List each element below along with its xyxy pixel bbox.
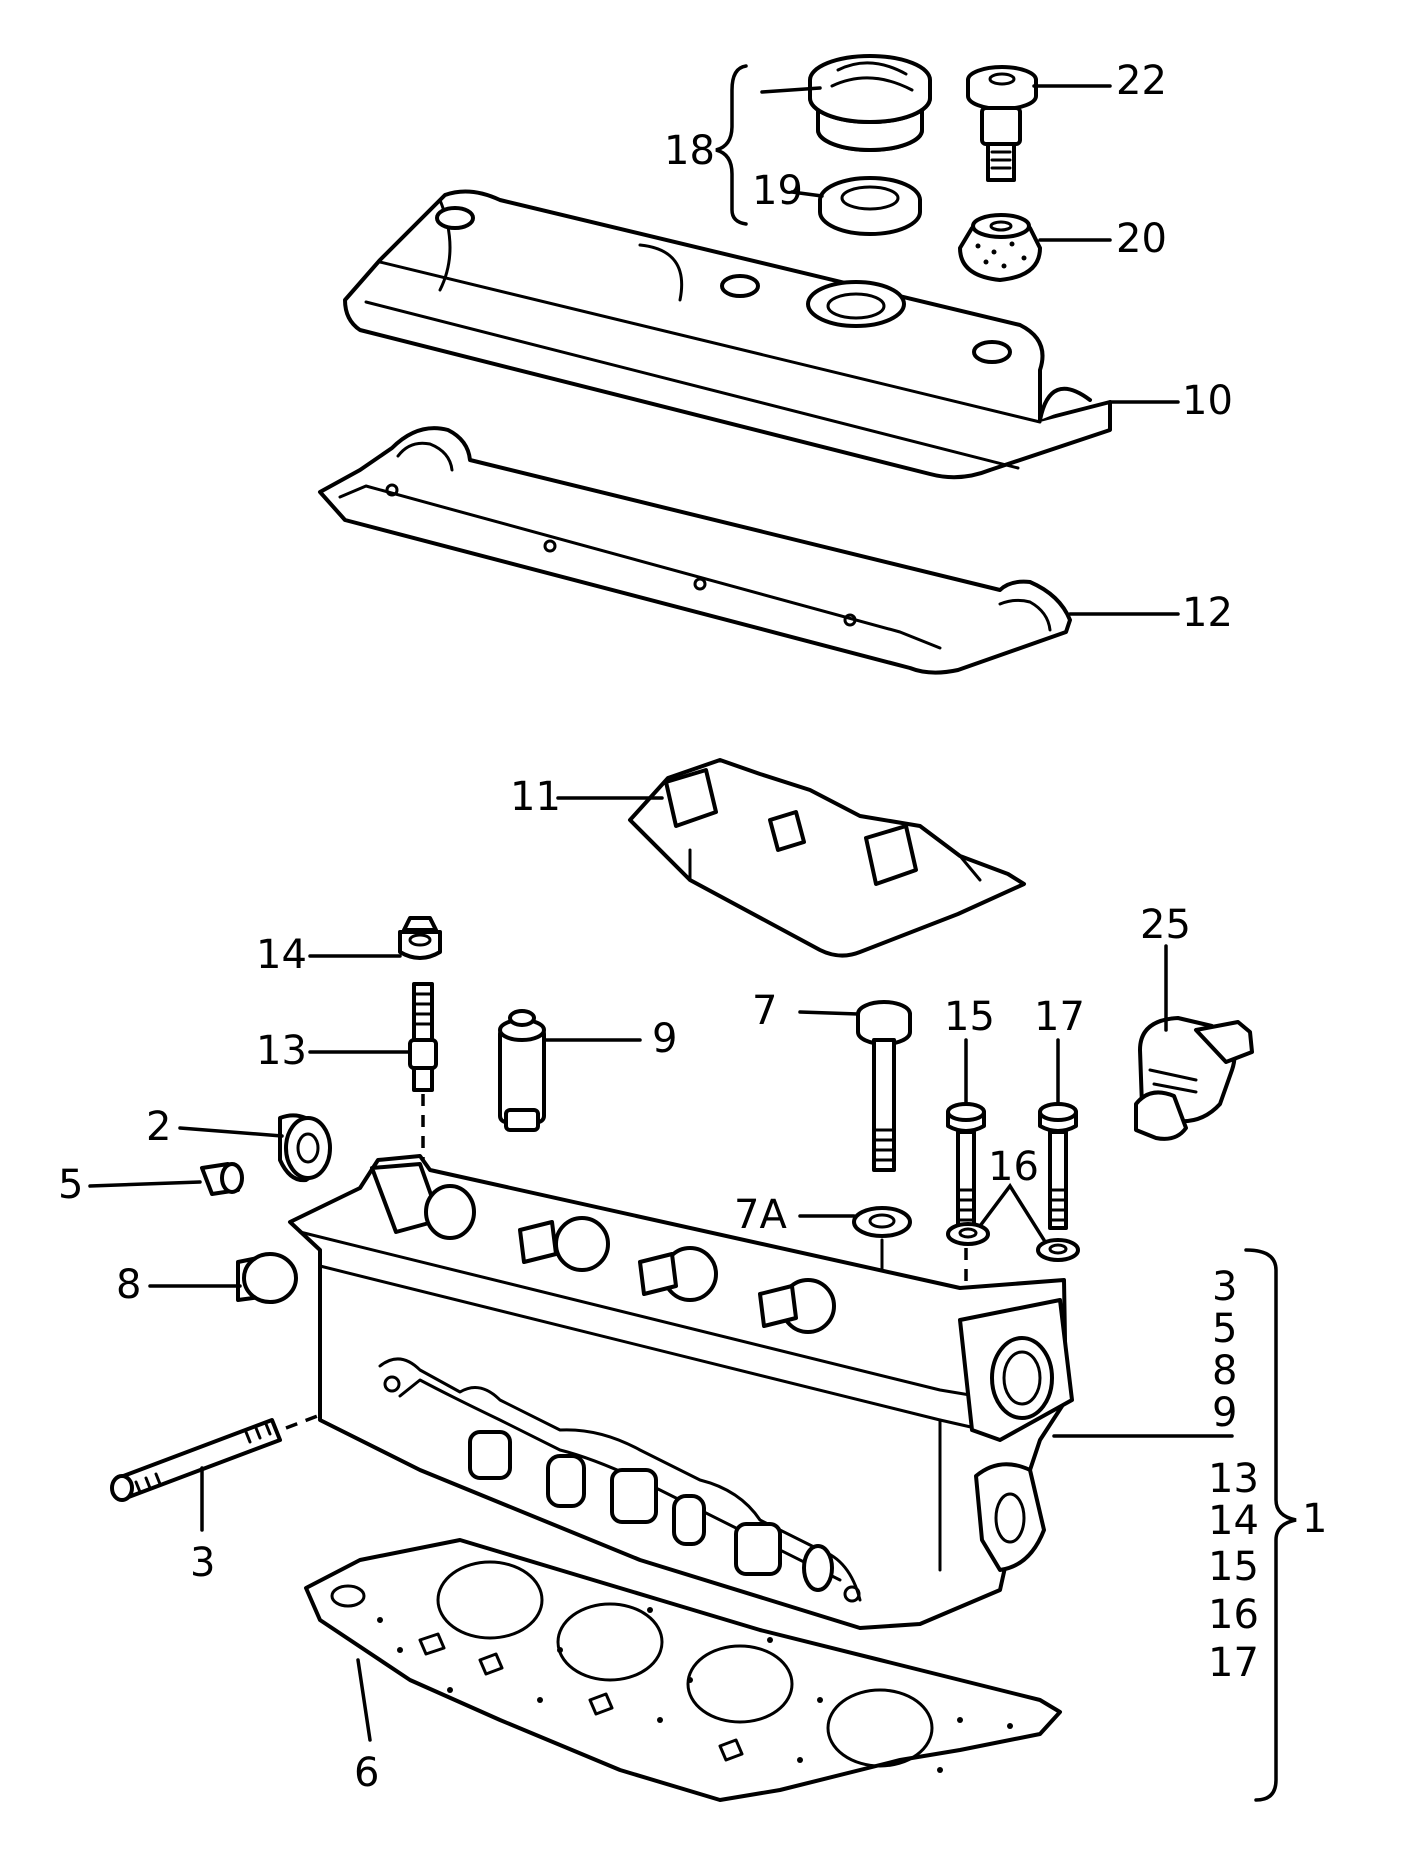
- valve-cover-part: [343, 189, 1112, 480]
- callout-20: 20: [1116, 216, 1167, 262]
- kit-list-item: 13: [1208, 1456, 1259, 1502]
- dowel-pin-part: [200, 1162, 244, 1196]
- bolt-washer-part: [852, 1206, 912, 1238]
- callout-3: 3: [190, 1540, 215, 1586]
- long-stud-part: [110, 1418, 282, 1502]
- kit-list-item: 15: [1208, 1544, 1259, 1590]
- head-gasket-part: [304, 1538, 1062, 1802]
- long-bolt-part: [856, 1000, 912, 1172]
- stepped-bolt-part: [966, 65, 1038, 182]
- sealing-plug-part: [236, 1252, 298, 1304]
- bushing-part: [278, 1113, 332, 1183]
- kit-list-item: 9: [1212, 1390, 1237, 1436]
- callout-16: 16: [988, 1144, 1039, 1190]
- hydraulic-lifter-part: [498, 1009, 546, 1132]
- callout-7: 7: [752, 988, 777, 1034]
- callout-14: 14: [256, 932, 307, 978]
- kit-list-item: 5: [1212, 1306, 1237, 1352]
- callout-18: 18: [664, 128, 715, 174]
- leader-5: [88, 1180, 202, 1188]
- sender-switch-part: [1134, 1016, 1254, 1141]
- callout-8: 8: [116, 1262, 141, 1308]
- callout-2: 2: [146, 1104, 171, 1150]
- cap-nut-part: [398, 916, 442, 960]
- callout-6: 6: [354, 1750, 379, 1796]
- leader-6: [356, 1658, 372, 1742]
- leader-2: [178, 1126, 284, 1138]
- leader-7: [798, 1010, 860, 1016]
- cylinder-head-part: [288, 1154, 1074, 1630]
- bolt-15-part: [946, 1102, 986, 1230]
- kit-list-item: 17: [1208, 1640, 1259, 1686]
- callout-13: 13: [256, 1028, 307, 1074]
- washers-16-part: [946, 1222, 1080, 1262]
- callout-19: 19: [752, 168, 803, 214]
- leader-19: [790, 190, 824, 198]
- callout-12: 12: [1182, 590, 1233, 636]
- bolt-17-part: [1038, 1102, 1078, 1230]
- callout-25: 25: [1140, 902, 1191, 948]
- brace-18: [715, 64, 748, 226]
- callout-17: 17: [1034, 994, 1085, 1040]
- oil-deflector-part: [628, 758, 1026, 958]
- callout-5: 5: [58, 1162, 83, 1208]
- kit-list-item: 14: [1208, 1498, 1259, 1544]
- kit-list-item: 16: [1208, 1592, 1259, 1638]
- callout-9: 9: [652, 1016, 677, 1062]
- grommet-part: [958, 213, 1042, 282]
- kit-list: 3 5 8 9 13 14 15 16 17: [1208, 1264, 1259, 1686]
- callout-1: 1: [1302, 1496, 1327, 1542]
- callout-10: 10: [1182, 378, 1233, 424]
- kit-list-item: 3: [1212, 1264, 1237, 1310]
- kit-list-item: 8: [1212, 1348, 1237, 1394]
- oil-filler-cap-part: [808, 54, 932, 152]
- leader-18: [760, 86, 822, 94]
- cylinder-head-stud-part: [408, 982, 438, 1092]
- brace-1: [1244, 1248, 1297, 1802]
- filler-cap-seal-part: [818, 176, 922, 236]
- callout-7a: 7A: [734, 1192, 787, 1238]
- leader-16: [978, 1182, 1046, 1242]
- callout-15: 15: [944, 994, 995, 1040]
- callout-11: 11: [510, 774, 561, 820]
- callout-22: 22: [1116, 58, 1167, 104]
- valve-cover-gasket-part: [318, 426, 1072, 675]
